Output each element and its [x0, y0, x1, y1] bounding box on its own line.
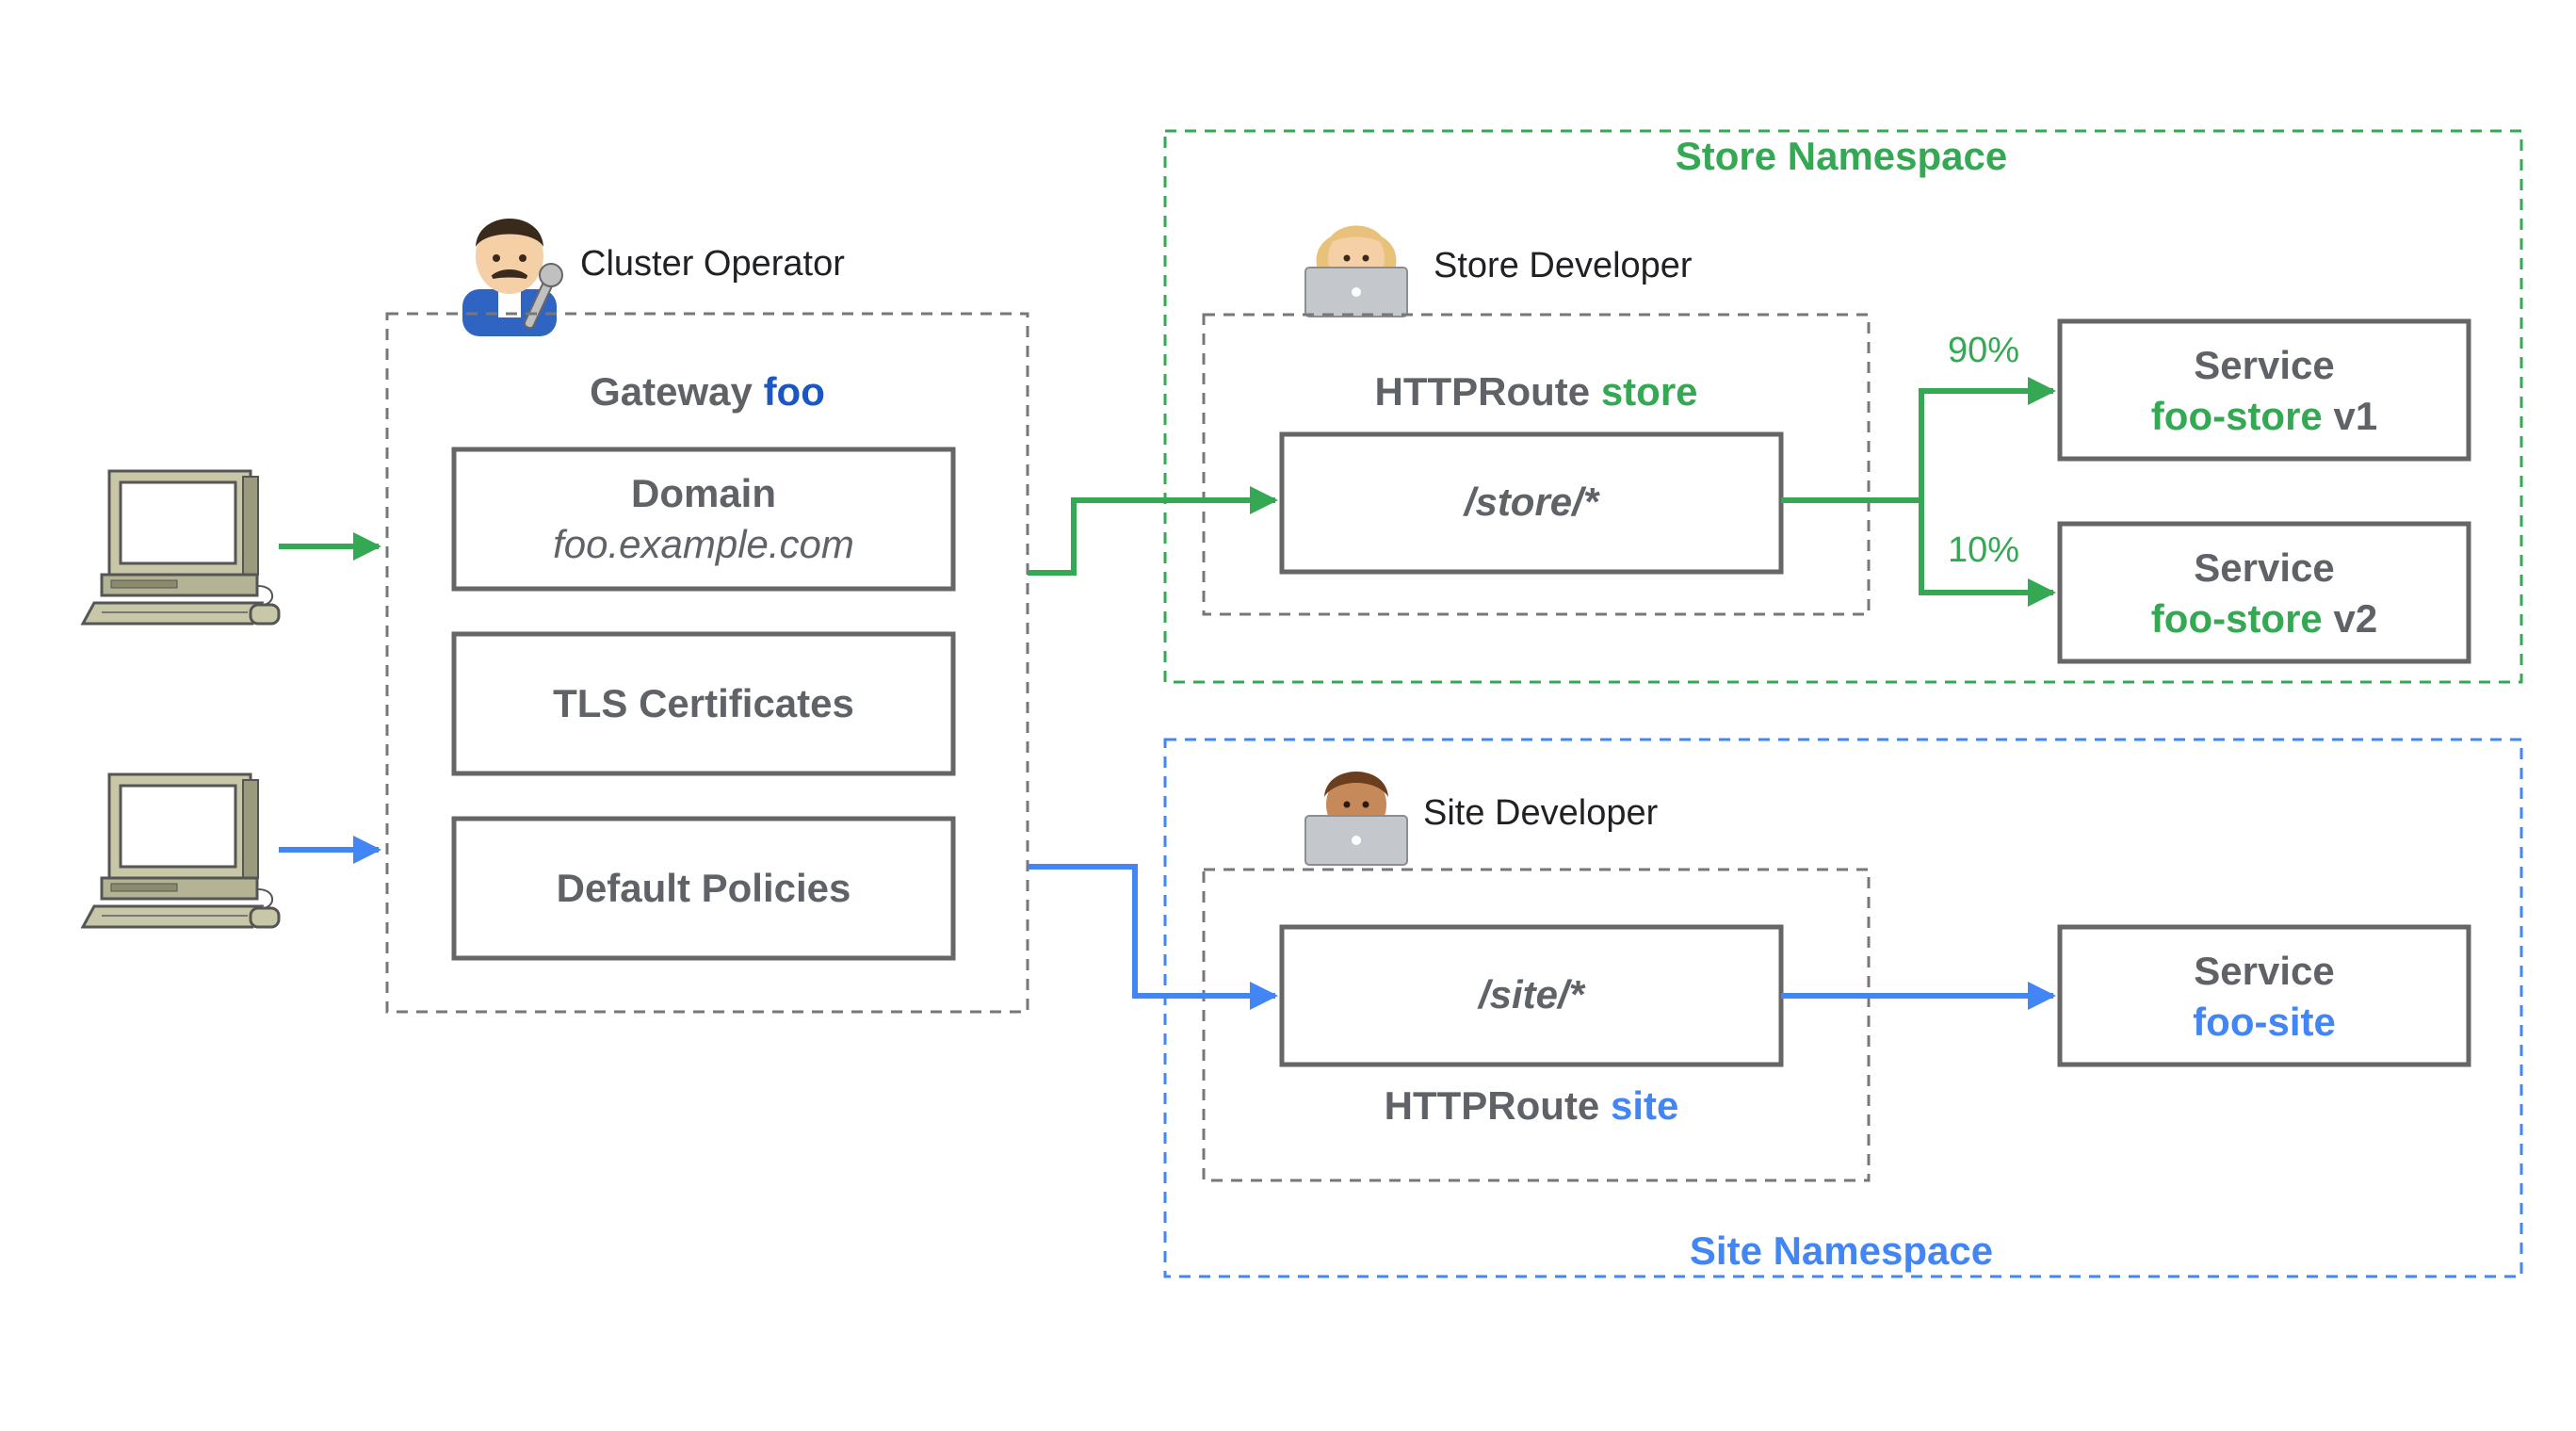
gateway-title: Gateway foo	[590, 369, 825, 414]
store-split-v2-arrow	[1919, 500, 2056, 607]
site-namespace-group: Site Namespace Site Developer /site/* HT…	[1163, 738, 2523, 1278]
store-namespace-group: Store Namespace Store Developer HTTPRout…	[1163, 129, 2523, 684]
service-store-v2-label: Service	[2194, 545, 2334, 590]
tls-certificates-label: TLS Certificates	[553, 681, 854, 725]
domain-box	[451, 447, 956, 592]
site-path-label: /site/*	[1477, 972, 1586, 1016]
gateway-name: foo	[764, 369, 825, 414]
gateway-to-site-arrow	[1028, 864, 1278, 1010]
httproute-store-name: store	[1601, 369, 1698, 414]
store-path-box	[1279, 431, 1784, 575]
domain-label: Domain	[631, 471, 776, 515]
httproute-site-title: HTTPRoute site	[1385, 1083, 1679, 1128]
desktop-computer-icon	[81, 772, 281, 929]
mechanic-person-icon	[462, 219, 563, 336]
site-namespace-label: Site Namespace	[1690, 1228, 1993, 1273]
default-policies-box	[451, 816, 956, 961]
service-site-label: Service	[2194, 949, 2334, 993]
gateway-group: Cluster Operator Gateway foo Domain foo.…	[385, 219, 1029, 1014]
httproute-site-name: site	[1611, 1083, 1678, 1128]
service-store-v1-name: foo-store v1	[2151, 394, 2377, 438]
httproute-site-box	[1202, 868, 1871, 1182]
site-namespace-box	[1163, 738, 2523, 1278]
site-developer-label: Site Developer	[1423, 793, 1659, 833]
domain-value: foo.example.com	[553, 522, 854, 566]
site-path-box	[1279, 924, 1784, 1067]
httproute-store-box	[1202, 313, 1871, 616]
service-store-v1-label: Service	[2194, 343, 2334, 387]
client-computer-top	[81, 469, 281, 626]
split-v2-percent: 10%	[1948, 530, 2019, 570]
client-computer-bottom	[81, 772, 281, 929]
gateway-to-store-arrow	[1028, 486, 1278, 576]
store-path-label: /store/*	[1463, 480, 1600, 524]
gateway-box	[385, 312, 1029, 1014]
store-split-v1-arrow	[1919, 377, 2056, 500]
service-site-box	[2057, 924, 2471, 1067]
cluster-operator-label: Cluster Operator	[580, 244, 845, 284]
developer-with-laptop-icon	[1304, 225, 1408, 317]
store-namespace-label: Store Namespace	[1676, 134, 2008, 178]
tls-certificates-box	[451, 631, 956, 776]
store-developer-label: Store Developer	[1434, 246, 1693, 285]
desktop-computer-icon	[81, 469, 281, 626]
service-site-name: foo-site	[2193, 1000, 2336, 1044]
developer-with-laptop-icon	[1304, 772, 1408, 866]
httproute-store-title: HTTPRoute store	[1374, 369, 1697, 414]
service-store-v2-name: foo-store v2	[2151, 596, 2377, 641]
service-store-v1-box	[2057, 318, 2471, 462]
default-policies-label: Default Policies	[557, 866, 851, 910]
service-store-v2-box	[2057, 521, 2471, 664]
split-v1-percent: 90%	[1948, 331, 2019, 370]
store-namespace-box	[1163, 129, 2523, 684]
